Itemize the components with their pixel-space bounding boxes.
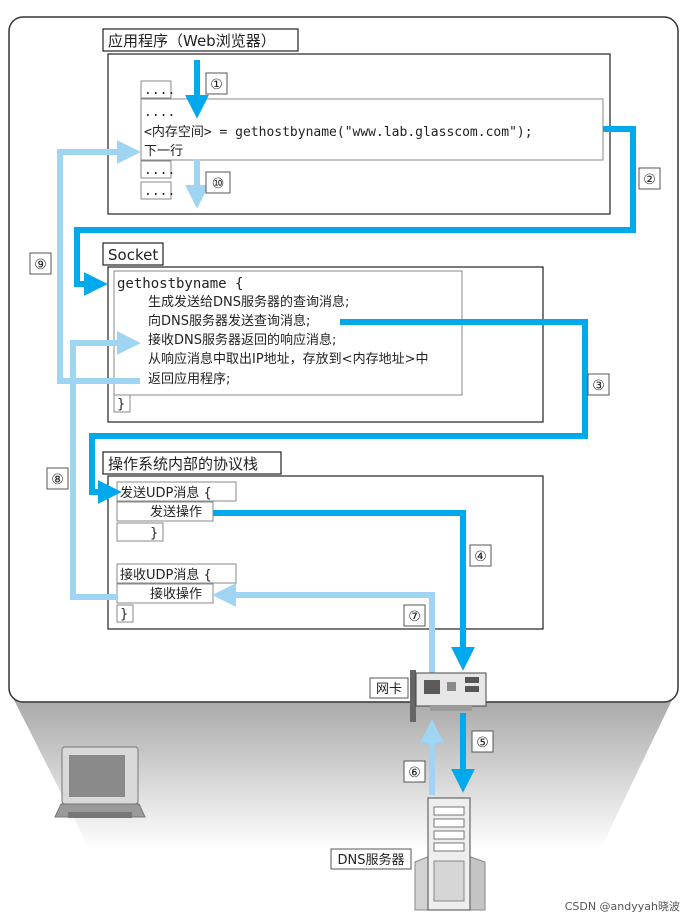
step-label-6	[403, 760, 426, 783]
os-title-box	[102, 451, 282, 475]
nic-label-box	[369, 677, 409, 699]
step-3: ③	[592, 378, 605, 394]
send-op: 发送操作	[150, 504, 202, 520]
app-code-line-box	[140, 181, 172, 200]
dns-label: DNS服务器	[338, 852, 405, 868]
step-5: ⑤	[476, 735, 489, 751]
watermark: CSDN @andyyah晓波	[565, 900, 680, 913]
socket-line-2: 向DNS服务器发送查询消息;	[148, 313, 310, 329]
recv-close: }	[120, 607, 128, 622]
monitor-icon	[54, 746, 146, 818]
recv-op: 接收操作	[150, 586, 202, 602]
step-2: ②	[643, 172, 656, 188]
arrow-step-8	[70, 331, 141, 600]
step-label-8	[46, 467, 69, 490]
socket-func-open: gethostbyname {	[117, 276, 243, 292]
send-close-box	[116, 522, 164, 542]
os-title: 操作系统内部的协议栈	[108, 455, 258, 473]
recv-udp-open: 接收UDP消息 {	[120, 567, 212, 583]
step-label-10	[205, 171, 231, 194]
step-8: ⑧	[51, 472, 64, 488]
arrow-step-9	[57, 140, 141, 384]
send-udp-open: 发送UDP消息 {	[120, 485, 212, 501]
step-label-5	[471, 730, 494, 753]
arrow-step-3	[89, 319, 588, 504]
arrow-step-4	[213, 510, 475, 671]
dns-server-icon	[414, 797, 486, 911]
nic-label: 网卡	[376, 682, 402, 697]
app-layer-title-box	[102, 28, 299, 52]
app-code-line-box	[140, 160, 172, 179]
app-call-line: <内存空间> = gethostbyname("www.lab.glasscom…	[144, 124, 533, 140]
step-label-4	[469, 544, 492, 567]
app-next-line: 下一行	[144, 144, 183, 159]
nic-icon	[410, 670, 487, 722]
socket-line-3: 接收DNS服务器返回的响应消息;	[148, 332, 336, 348]
socket-close: }	[117, 397, 125, 412]
step-label-3	[587, 373, 610, 396]
app-layer-title: 应用程序（Web浏览器）	[108, 32, 276, 50]
app-dots-1: ....	[144, 83, 175, 98]
socket-line-4: 从响应消息中取出IP地址，存放到<内存地址>中	[148, 351, 428, 367]
dns-label-box	[330, 848, 412, 870]
send-close: }	[150, 526, 158, 541]
socket-title-box	[102, 242, 164, 266]
app-dots-2: ....	[144, 105, 175, 120]
step-4: ④	[474, 549, 487, 565]
computer-floor-shadow	[14, 700, 672, 850]
socket-line-5: 返回应用程序;	[148, 371, 230, 387]
step-7: ⑦	[408, 609, 421, 625]
recv-udp-block	[116, 563, 237, 584]
step-10: ⑩	[212, 176, 225, 192]
step-label-2	[638, 167, 661, 190]
step-label-1	[205, 72, 228, 95]
arrow-step-7	[212, 583, 435, 700]
app-dots-3: ....	[144, 163, 175, 178]
step-9: ⑨	[34, 257, 47, 273]
step-1: ①	[210, 77, 223, 93]
socket-function-block	[113, 270, 463, 396]
step-label-9	[29, 252, 52, 275]
recv-close-box	[116, 604, 134, 623]
app-call-block	[140, 98, 604, 161]
app-dots-4: ....	[144, 184, 175, 199]
socket-title: Socket	[108, 246, 158, 264]
arrow-step-2	[74, 126, 636, 296]
app-code-line-box	[140, 80, 172, 99]
step-6: ⑥	[408, 765, 421, 781]
step-label-7	[403, 604, 426, 627]
socket-close-box	[113, 394, 131, 413]
socket-line-1: 生成发送给DNS服务器的查询消息;	[148, 294, 349, 310]
